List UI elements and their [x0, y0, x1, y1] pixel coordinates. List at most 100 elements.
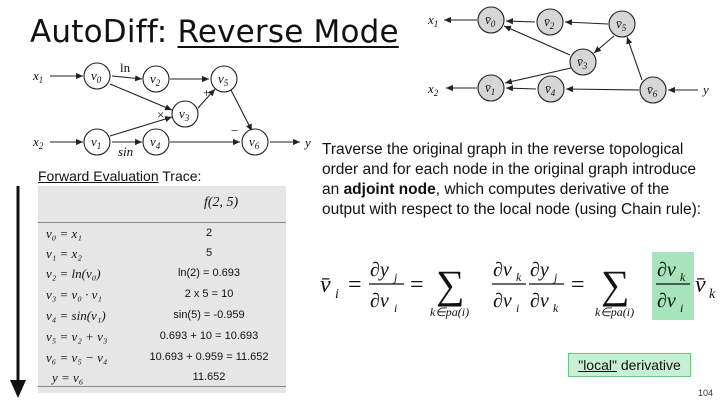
local-derivative-highlight — [652, 252, 694, 320]
adj-node-v4: v̄4 — [537, 75, 565, 103]
node-v5: v5 — [210, 65, 238, 93]
svg-text:v3: v3 — [179, 106, 190, 123]
slide-title: AutoDiff: Reverse Mode — [30, 14, 399, 50]
formula-lhs-sub: i — [335, 287, 339, 302]
sum-symbol-1: ∑ — [436, 262, 465, 307]
reverse-order-arrow — [10, 186, 26, 398]
description-bold: adjoint node — [343, 181, 436, 198]
svg-text:v1: v1 — [91, 134, 101, 151]
adj-input-y: y — [701, 82, 709, 97]
row-value: 2 — [205, 227, 213, 239]
title-prefix: AutoDiff: — [30, 14, 178, 50]
adj-node-v1: v̄1 — [477, 74, 505, 102]
svg-text:v5: v5 — [218, 71, 229, 88]
adj-edge-v5-v2 — [564, 19, 609, 26]
local-quoted: "local" — [578, 357, 617, 373]
node-v2: v2 — [142, 65, 170, 93]
forward-trace-label-underlined: Forward Evaluation — [38, 168, 159, 184]
adj-node-v6: v̄6 — [639, 76, 667, 104]
svg-text:v0: v0 — [91, 68, 102, 85]
edge-label-ln: ln — [120, 60, 131, 75]
frac2-num: ∂v — [493, 259, 512, 281]
svg-text:v̄6: v̄6 — [647, 82, 658, 99]
table-row: v₃ = v₀ · v₁ 2 x 5 = 10 — [38, 285, 286, 305]
row-lhs: v₆ = v₅ − v₄ — [46, 350, 108, 365]
frac2-den: ∂v — [493, 290, 512, 312]
description-part1: Traverse the original graph in the rever… — [322, 141, 696, 198]
table-row: v₂ = ln(v₀) ln(2) = 0.693 — [38, 264, 286, 284]
chain-rule-formula: v̄ i = ∂y j ∂v i = ∑ k∈pa(i) ∂v k ∂v i ∂… — [320, 259, 716, 319]
sum-sub-1: k∈pa(i) — [430, 305, 469, 319]
sum-sub-2: k∈pa(i) — [595, 305, 634, 319]
adj-edge-v5-v3 — [593, 35, 615, 54]
edge-v1-v3 — [109, 116, 173, 137]
frac2-num-sub: k — [516, 270, 522, 284]
adj-edge-v3-v1 — [504, 67, 572, 85]
table-header-f: f(2, 5) — [204, 195, 239, 210]
svg-text:v̄4: v̄4 — [545, 81, 556, 98]
adj-edge-v3-v0 — [503, 25, 571, 56]
adj-node-v5: v̄5 — [608, 10, 636, 38]
edge-label-plus: + — [203, 85, 210, 100]
svg-text:v̄0: v̄0 — [485, 12, 496, 29]
frac2-den-sub: i — [516, 301, 519, 315]
svg-text:v̄3: v̄3 — [577, 54, 588, 71]
row-value: 2 x 5 = 10 — [184, 288, 234, 300]
sum-symbol-2: ∑ — [601, 262, 630, 307]
row-value: sin(5) = -0.959 — [173, 309, 245, 321]
description-part2: , which computes derivative of the outpu… — [322, 181, 702, 218]
row-lhs: v₂ = ln(v₀) — [46, 266, 101, 281]
table-row: v₄ = sin(v₁) sin(5) = -0.959 — [38, 306, 286, 326]
row-lhs: v₄ = sin(v₁) — [46, 308, 106, 323]
input-x2: x2 — [32, 134, 44, 151]
edge-v0-v2 — [111, 75, 143, 82]
input-x1: x1 — [32, 68, 43, 85]
frac4-den-sub: i — [680, 301, 683, 315]
adj-edge-v6-v4 — [565, 86, 640, 93]
formula-vbar-k: v̄ — [695, 272, 706, 298]
forward-trace-label-rest: Trace: — [158, 168, 202, 184]
frac3-num: ∂y — [530, 259, 549, 281]
edge-label-sin: sin — [118, 144, 133, 159]
edge-v3-v5 — [197, 88, 216, 109]
frac3-den: ∂v — [530, 290, 549, 312]
formula-lhs: v̄ — [320, 272, 331, 298]
node-v1: v1 — [83, 128, 111, 156]
frac1-den: ∂v — [370, 290, 389, 312]
frac1-num: ∂y — [370, 259, 389, 281]
forward-trace-label: Forward Evaluation Trace: — [38, 168, 201, 184]
frac3-den-sub: k — [553, 301, 559, 315]
svg-text:v2: v2 — [150, 71, 161, 88]
table-bottom-rule — [38, 386, 286, 387]
row-value: ln(2) = 0.693 — [177, 267, 241, 279]
edge-v0-v3 — [109, 83, 173, 111]
row-value: 0.693 + 10 = 10.693 — [159, 330, 259, 342]
output-y: y — [303, 135, 311, 150]
title-emphasis: Reverse Mode — [177, 14, 399, 50]
adj-node-v3: v̄3 — [569, 48, 597, 76]
local-rest: derivative — [616, 357, 681, 373]
table-header: f(2, 5) — [38, 186, 286, 223]
node-v3: v3 — [171, 100, 199, 128]
adj-output-x2: x2 — [427, 81, 439, 98]
frac1-den-sub: i — [394, 301, 397, 315]
row-lhs: v₃ = v₀ · v₁ — [46, 287, 102, 302]
adj-node-v0: v̄0 — [477, 6, 505, 34]
frac4-num: ∂v — [657, 259, 676, 281]
frac1-num-sub: j — [392, 270, 398, 284]
formula-eq-2: = — [410, 272, 424, 298]
edge-label-minus: − — [231, 123, 238, 138]
formula-eq-1: = — [348, 272, 362, 298]
svg-text:v̄5: v̄5 — [616, 16, 627, 33]
frac4-num-sub: k — [680, 270, 686, 284]
adj-edge-v2-v0 — [505, 18, 536, 25]
frac4-den: ∂v — [657, 290, 676, 312]
